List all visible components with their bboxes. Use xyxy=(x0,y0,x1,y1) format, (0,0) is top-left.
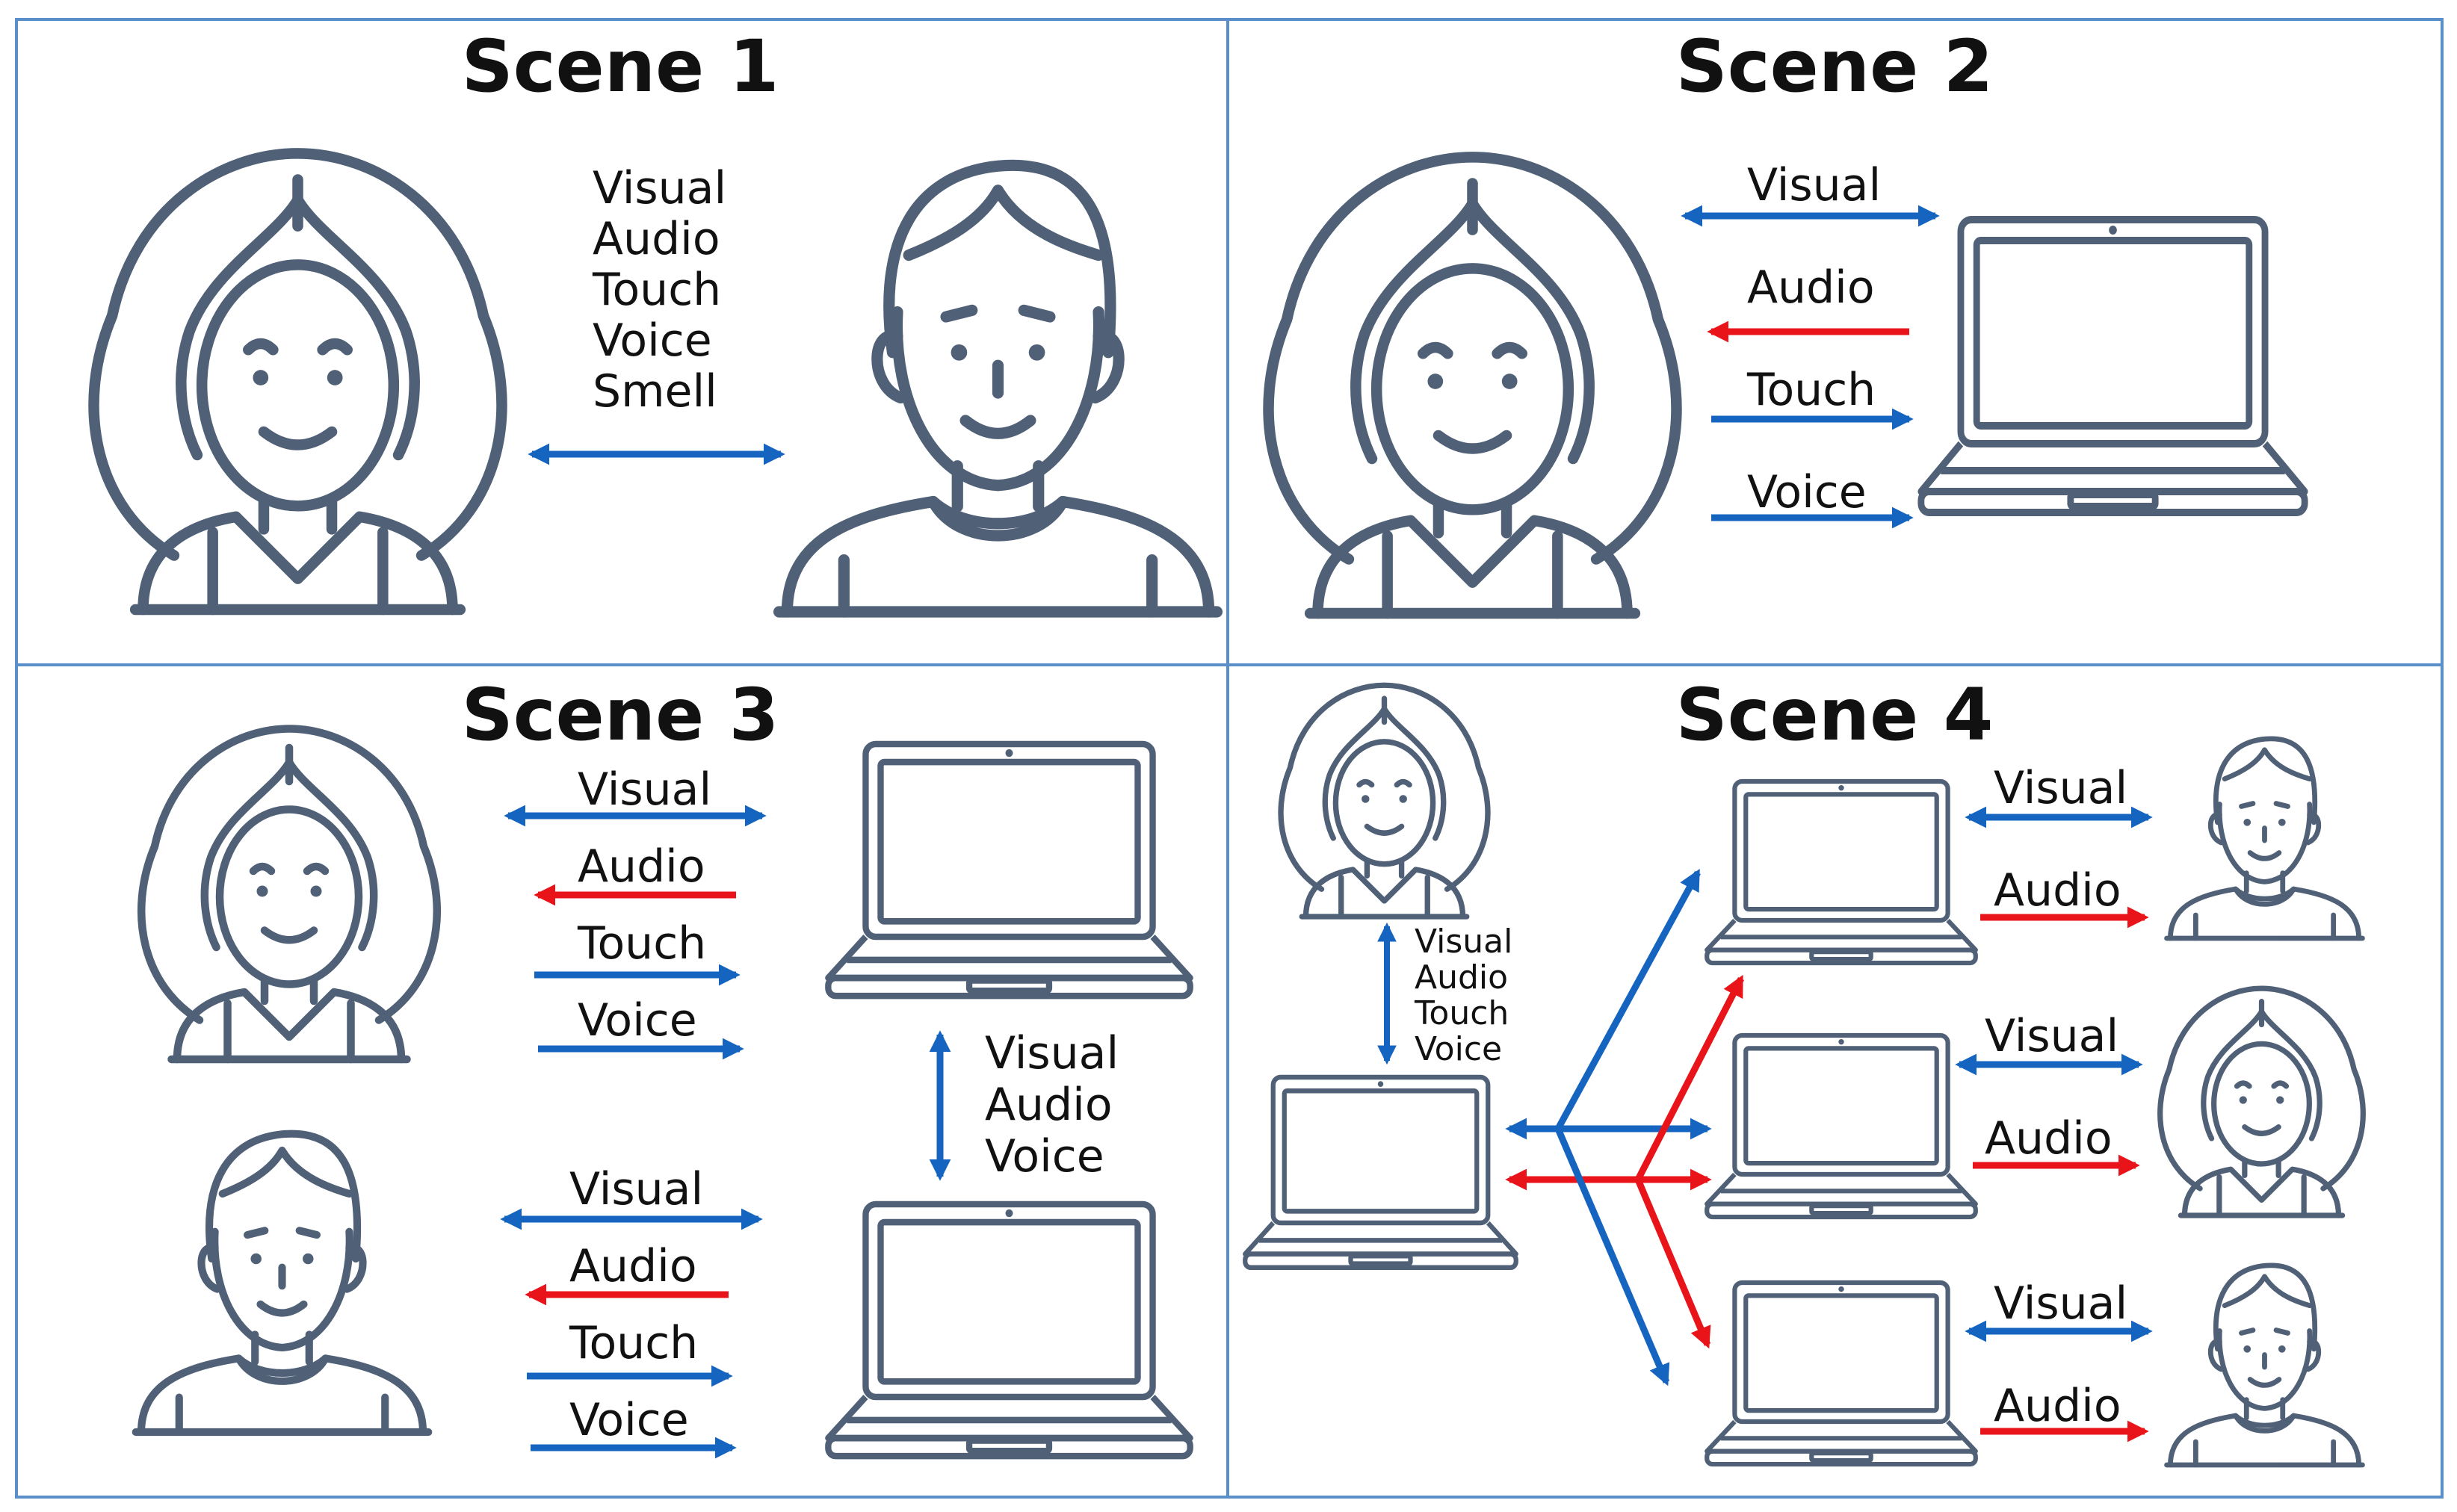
man-avatar-icon xyxy=(136,1134,429,1432)
woman-avatar-icon xyxy=(1281,685,1488,917)
man-avatar-icon xyxy=(2167,739,2363,938)
laptop-icon xyxy=(1707,781,1976,963)
scene-1-label-voice: Voice xyxy=(593,315,712,367)
scene-frames xyxy=(15,18,2444,1499)
scene-2-label-touch: Touch xyxy=(1746,364,1876,416)
scene-1: Scene 1 Visual Audio Touch Voice Smell xyxy=(94,25,1217,612)
scene-3-woman-label-voice: Voice xyxy=(578,994,697,1047)
scene-1-label-visual: Visual xyxy=(593,162,726,214)
laptop-icon xyxy=(1921,220,2305,512)
scene-3-man-label-touch: Touch xyxy=(569,1317,698,1369)
scene-3-laptop-label-visual: Visual xyxy=(985,1027,1119,1079)
man-avatar-icon xyxy=(779,165,1217,612)
scene-4-woman-label-visual: Visual xyxy=(1415,923,1512,961)
scene-3-title: Scene 3 xyxy=(462,673,779,757)
scene-2-title: Scene 2 xyxy=(1676,25,1994,108)
scene-1-label-smell: Smell xyxy=(593,365,717,418)
scene-3-man-label-audio: Audio xyxy=(569,1240,697,1292)
scene-3-man-label-visual: Visual xyxy=(569,1163,703,1215)
scene-3: Scene 3 Visual Audio Touch Voice Visual … xyxy=(136,673,1190,1456)
scene-4-row1-label-visual: Visual xyxy=(1994,762,2127,814)
scene-4-woman-label-touch: Touch xyxy=(1414,994,1509,1032)
scene-3-woman-label-audio: Audio xyxy=(578,840,705,893)
laptop-icon xyxy=(828,744,1190,996)
scene-4-row2-label-visual: Visual xyxy=(1985,1010,2118,1062)
scene-1-label-touch: Touch xyxy=(592,264,721,316)
scene-4-fanout-arrows xyxy=(1505,868,1745,1386)
woman-avatar-icon xyxy=(141,729,437,1060)
scene-3-laptop-label-audio: Audio xyxy=(985,1079,1113,1131)
scene-2: Scene 2 Visual Audio Touch Voice xyxy=(1269,25,2305,613)
scene-4-row2-label-audio: Audio xyxy=(1985,1112,2113,1165)
woman-avatar-icon xyxy=(1269,157,1677,613)
laptop-icon xyxy=(1245,1077,1516,1268)
scene-2-label-visual: Visual xyxy=(1747,159,1881,211)
scene-3-man-label-voice: Voice xyxy=(569,1394,689,1446)
scene-4: Scene 4 Visual Audio Touch Voice Visual … xyxy=(1245,673,2363,1465)
laptop-icon xyxy=(1707,1283,1976,1464)
scene-4-woman-label-voice: Voice xyxy=(1415,1030,1502,1068)
laptop-icon xyxy=(828,1204,1190,1456)
scene-3-laptop-label-voice: Voice xyxy=(985,1130,1104,1183)
scene-4-title: Scene 4 xyxy=(1676,673,1994,757)
scene-4-row3-label-visual: Visual xyxy=(1994,1277,2127,1330)
scene-4-row3-label-audio: Audio xyxy=(1994,1380,2121,1432)
scene-4-woman-label-audio: Audio xyxy=(1415,958,1508,997)
scene-1-title: Scene 1 xyxy=(462,25,779,108)
woman-avatar-icon xyxy=(94,153,502,610)
laptop-icon xyxy=(1707,1035,1976,1217)
scene-2-label-voice: Voice xyxy=(1747,466,1867,518)
man-avatar-icon xyxy=(2167,1265,2363,1465)
woman-avatar-icon xyxy=(2160,988,2364,1215)
scene-3-woman-label-visual: Visual xyxy=(578,763,711,816)
scene-1-label-audio: Audio xyxy=(593,213,720,265)
scene-2-label-audio: Audio xyxy=(1747,261,1875,314)
scene-4-row1-label-audio: Audio xyxy=(1994,864,2121,917)
scene-3-woman-label-touch: Touch xyxy=(577,917,706,970)
